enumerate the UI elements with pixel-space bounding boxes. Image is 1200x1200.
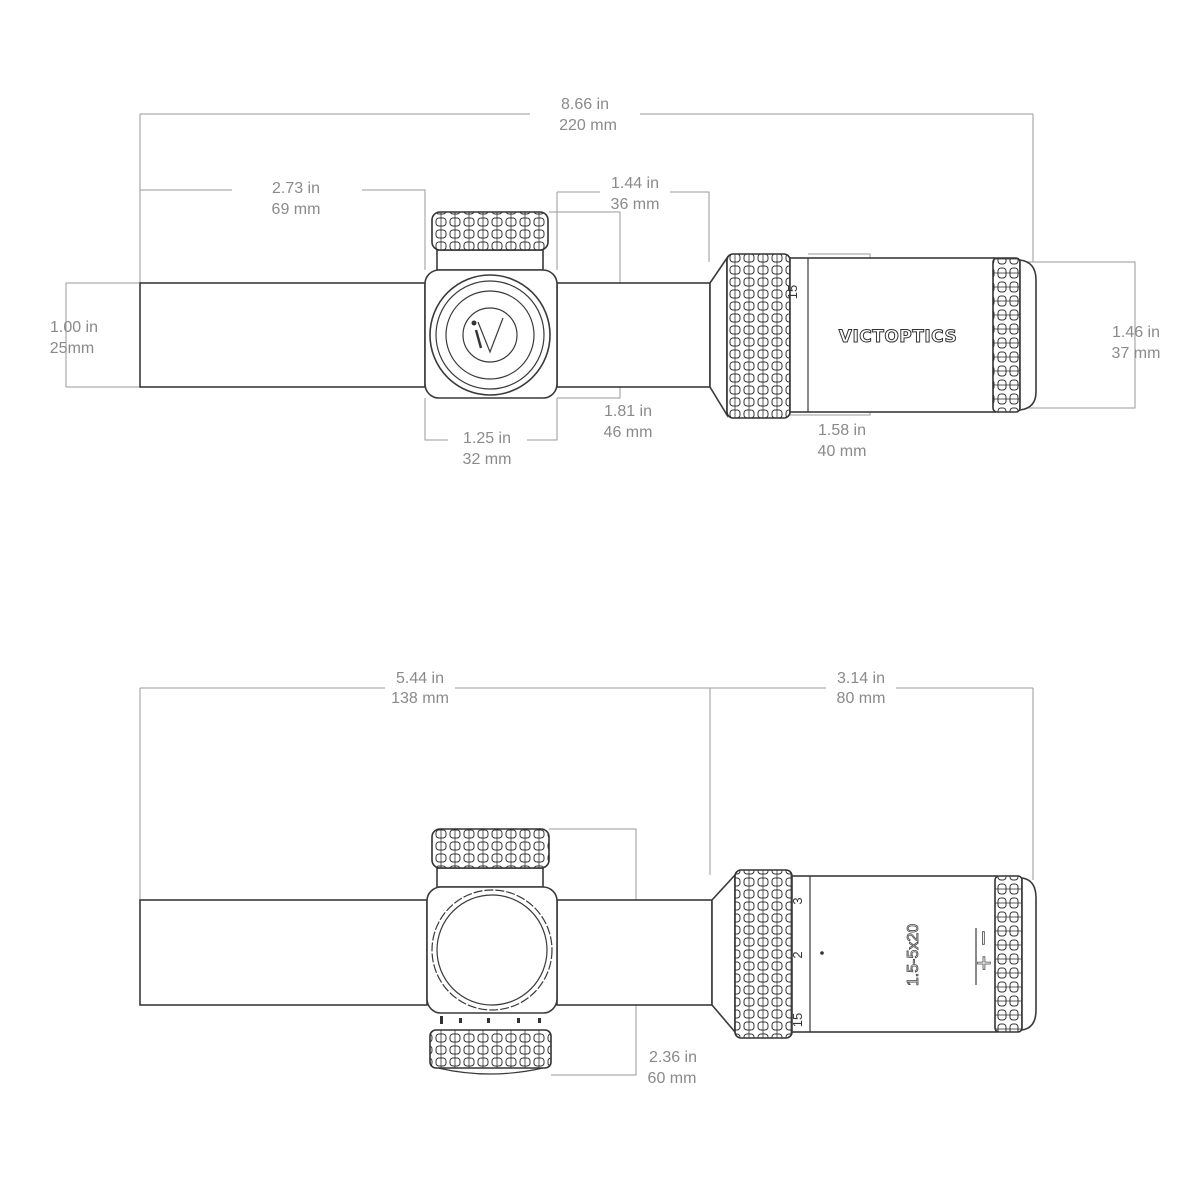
- diopter-ring: [992, 257, 1021, 413]
- objective-tube: [139, 282, 426, 388]
- illumination-turret-cap: [429, 1029, 552, 1069]
- minus-icon: −: [968, 930, 998, 945]
- turret-span-mm: 60 mm: [648, 1070, 697, 1087]
- eyepiece-lens-cap: [1019, 259, 1037, 411]
- windage-dial-scalloped: [431, 889, 553, 1011]
- turret-height-in: 1.81 in: [604, 403, 652, 420]
- eyepiece-taper: [709, 255, 728, 418]
- objective-to-turret-in: 2.73 in: [272, 180, 320, 197]
- rear-tube: [556, 899, 713, 1006]
- eyepiece-taper: [711, 872, 736, 1035]
- ocular-body: [789, 257, 996, 413]
- model-text: 1.5-5x20: [905, 924, 922, 986]
- objective-to-turret-mm: 69 mm: [272, 201, 321, 218]
- brand-text: VICTOPTICS: [839, 327, 957, 347]
- dimension-labels: 5.44 in 138 mm 3.14 in 80 mm 2.36 in 60 …: [391, 670, 885, 1087]
- eyepiece-diameter-in: 1.46 in: [1112, 324, 1160, 341]
- turret-housing: [426, 886, 558, 1014]
- ring-mark: 15: [785, 285, 800, 299]
- magnification-ring: [734, 869, 793, 1039]
- dimension-labels: 8.66 in 220 mm 2.73 in 69 mm 1.44 in 36 …: [50, 96, 1161, 468]
- ring-mark-2: 2: [790, 951, 805, 958]
- front-length-in: 5.44 in: [396, 670, 444, 687]
- ocular-length-in: 1.58 in: [818, 422, 866, 439]
- tube-diameter-in: 1.00 in: [50, 319, 98, 336]
- overall-length-mm: 220 mm: [559, 117, 617, 134]
- ring-mark-3: 3: [790, 897, 805, 904]
- elevation-turret-cap: [431, 828, 550, 869]
- ocular-body: [791, 875, 998, 1033]
- windage-dial: [436, 894, 548, 1006]
- eyepiece-lens-cap: [1021, 877, 1037, 1031]
- rear-length-in: 3.14 in: [837, 670, 885, 687]
- windage-cap-inner: [445, 290, 535, 380]
- eyepiece-diameter-mm: 37 mm: [1112, 345, 1161, 362]
- logo-icon: [462, 307, 518, 363]
- turret-neck: [436, 249, 544, 271]
- turret-height-mm: 46 mm: [604, 424, 653, 441]
- overall-length-in: 8.66 in: [561, 96, 609, 113]
- magnification-ring: [726, 253, 791, 419]
- top-view: 3 2 15 1.5-5x20 − + 5.44 in 138 mm 3.14 …: [139, 670, 1037, 1087]
- turret-width-mm: 32 mm: [463, 451, 512, 468]
- windage-cap-outer: [429, 274, 551, 396]
- ocular-length-mm: 40 mm: [818, 443, 867, 460]
- scope-side-body: 15 VICTOPTICS: [139, 211, 1037, 419]
- turret-width-in: 1.25 in: [463, 430, 511, 447]
- elevation-turret-cap: [431, 211, 549, 251]
- tube-diameter-mm: 25mm: [50, 340, 94, 357]
- turret-span-in: 2.36 in: [649, 1049, 697, 1066]
- side-view: 15 VICTOPTICS 8.66 in 220 mm 2.73 in 69 …: [50, 96, 1161, 468]
- objective-tube: [139, 899, 428, 1006]
- turret-to-eyepiece-in: 1.44 in: [611, 175, 659, 192]
- scope-top-body: 3 2 15 1.5-5x20 − +: [139, 828, 1037, 1075]
- plus-icon: +: [976, 948, 991, 978]
- rear-tube: [556, 282, 711, 388]
- turret-neck: [436, 867, 544, 888]
- turret-to-eyepiece-mm: 36 mm: [611, 196, 660, 213]
- front-length-mm: 138 mm: [391, 690, 449, 707]
- turret-scale-ticks: [440, 1016, 541, 1024]
- rear-length-mm: 80 mm: [837, 690, 886, 707]
- diopter-ring: [994, 875, 1023, 1033]
- ring-mark-15: 15: [790, 1013, 805, 1027]
